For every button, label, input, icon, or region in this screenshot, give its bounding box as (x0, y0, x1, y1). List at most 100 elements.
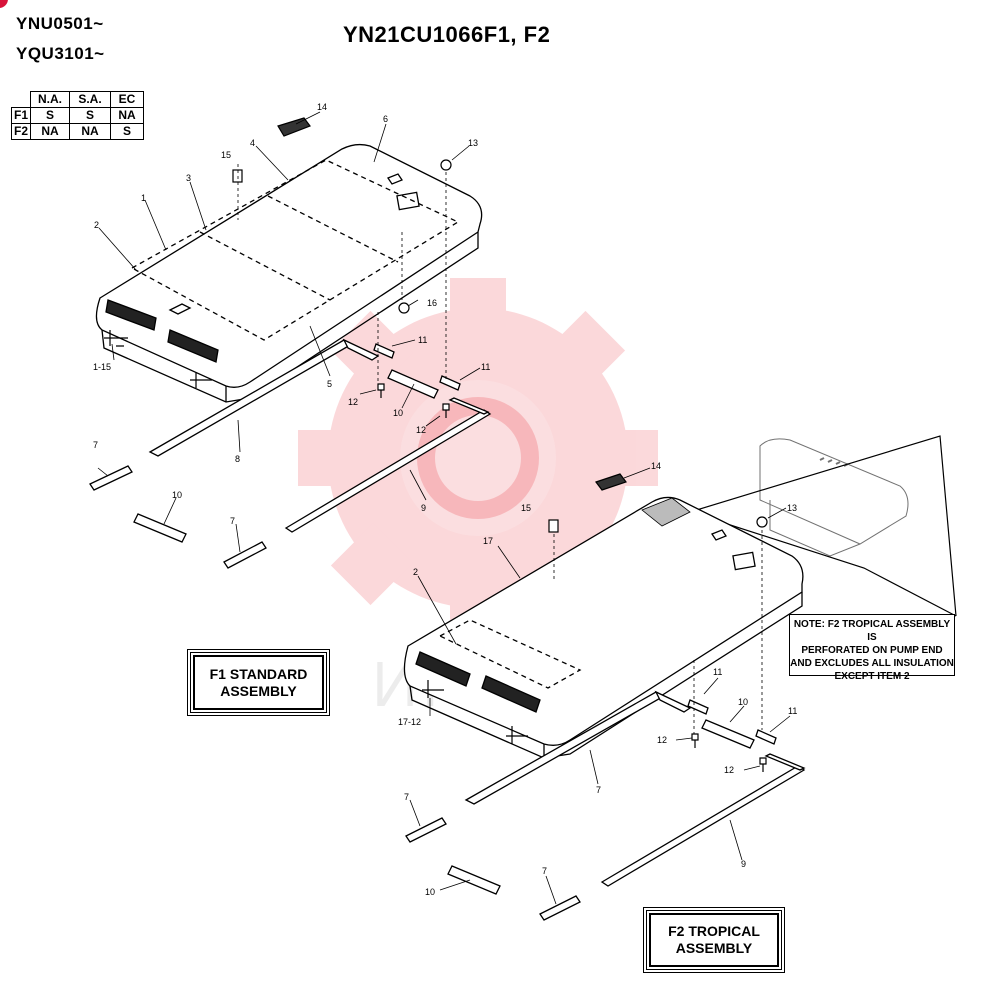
f2-hood-panel (403, 496, 804, 759)
callout-label: 6 (383, 114, 388, 124)
callout-label: 11 (481, 362, 490, 372)
seal-strip-10 (447, 865, 501, 895)
screw-12b (759, 757, 767, 772)
f1-label-line-2: ASSEMBLY (220, 682, 297, 699)
callout-label: 12 (416, 425, 426, 435)
callout-label: 10 (738, 697, 748, 707)
nut-13 (440, 159, 452, 171)
corner-marker (0, 0, 8, 8)
seal-strip-10 (133, 513, 187, 543)
nut-13 (756, 516, 768, 528)
seal-strip-7b (223, 541, 267, 569)
callout-label: 12 (348, 397, 358, 407)
f2-label-line-2: ASSEMBLY (675, 940, 753, 956)
callout-label: 3 (186, 173, 191, 183)
callout-label: 11 (418, 335, 427, 345)
callout-label: 15 (521, 503, 531, 513)
callout-label: 12 (657, 735, 667, 745)
f2-assembly-label: F2 TROPICAL ASSEMBLY (643, 907, 785, 973)
callout-label: 7 (230, 516, 235, 526)
serial-range-2: YQU3101~ (16, 44, 105, 63)
callout-label: 14 (317, 102, 327, 112)
tropical-assembly-note: NOTE: F2 TROPICAL ASSEMBLY IS PERFORATED… (789, 614, 955, 682)
clip-11b (755, 729, 777, 745)
seal-strip-9 (600, 765, 806, 887)
f1-fasteners (232, 117, 452, 418)
table-row: F1 S S NA (10, 107, 145, 124)
screw-12 (691, 733, 699, 748)
note-line-3: AND EXCLUDES ALL INSULATION (790, 658, 954, 669)
callout-label: 9 (421, 503, 426, 513)
seal-strip-9 (284, 409, 492, 533)
seal-strip-10b (701, 719, 755, 749)
seal-strip-7c (539, 895, 581, 921)
callout-label: 8 (235, 454, 240, 464)
f1-brackets (104, 330, 212, 388)
callout-label: 1 (141, 193, 146, 203)
callout-label: 13 (787, 503, 797, 513)
screw-12b (442, 403, 450, 418)
callout-label: 15 (221, 150, 231, 160)
serial-range-1: YNU0501~ (16, 14, 104, 33)
callout-label: 11 (788, 706, 797, 716)
callout-label: 2 (94, 220, 99, 230)
table-cell: NA (69, 123, 112, 140)
callout-label: 5 (327, 379, 332, 389)
callout-label: 7 (596, 785, 601, 795)
callout-label: 16 (427, 298, 437, 308)
f2-brackets (422, 680, 528, 744)
callout-label: 17 (483, 536, 493, 546)
f1-callouts: 14 6 13 15 4 3 1 2 16 11 1-15 5 11 12 10… (93, 102, 490, 526)
callout-label: 1-15 (93, 362, 111, 372)
handle-14 (277, 117, 311, 137)
note-line-2: PERFORATED ON PUMP END (801, 645, 943, 656)
table-cell: NA (110, 107, 145, 124)
note-line-1: NOTE: F2 TROPICAL ASSEMBLY IS (793, 619, 951, 643)
row-label: F1 (10, 107, 32, 124)
f1-seal-strips (89, 338, 492, 569)
callout-label: 11 (713, 667, 722, 677)
watermark-ring-icon (400, 380, 556, 536)
seal-strip-7b (405, 817, 447, 843)
table-header-row: N.A. S.A. EC (11, 91, 145, 108)
column-header-ec: EC (110, 91, 145, 108)
clip-11 (687, 699, 709, 715)
callout-label: 7 (542, 866, 547, 876)
clip-11 (373, 343, 395, 359)
table-cell: S (110, 123, 145, 140)
callout-label: 4 (250, 138, 255, 148)
plug-15 (232, 169, 243, 183)
f2-inset-pointer (689, 435, 957, 617)
note-line-4: EXCEPT ITEM 2 (834, 671, 910, 682)
f2-fasteners (548, 473, 768, 772)
seal-strip-7 (89, 465, 133, 491)
callout-label: 9 (741, 859, 746, 869)
f2-seal-strips (405, 690, 806, 921)
handle-14 (595, 473, 627, 491)
f2-leader-lines (409, 467, 791, 905)
callout-label: 10 (172, 490, 182, 500)
f1-hood-panel (95, 143, 483, 403)
availability-table: N.A. S.A. EC F1 S S NA F2 NA NA S (10, 91, 145, 140)
screw-12 (377, 383, 385, 398)
f1-label-line-1: F1 STANDARD (209, 665, 308, 682)
plug-15 (548, 519, 559, 533)
callout-label: 7 (93, 440, 98, 450)
callout-label: 10 (393, 408, 403, 418)
f2-callouts: 14 13 15 17 2 17-12 11 10 11 12 12 7 7 9… (398, 461, 797, 897)
callout-label: 12 (724, 765, 734, 775)
f2-inset-detail (759, 438, 909, 557)
callout-label: 7 (404, 792, 409, 802)
grommet-16 (398, 302, 410, 314)
table-cell: NA (30, 123, 71, 140)
f1-leader-lines (97, 111, 481, 553)
page-title: YN21CU1066F1, F2 (343, 22, 551, 47)
clip-11b (439, 375, 461, 391)
callout-label: 10 (425, 887, 435, 897)
callout-label: 17-12 (398, 717, 421, 727)
column-header-sa: S.A. (69, 91, 112, 108)
table-row: F2 NA NA S (10, 123, 145, 140)
seal-strip-10b (387, 369, 439, 399)
f2-label-line-1: F2 TROPICAL (668, 923, 760, 939)
